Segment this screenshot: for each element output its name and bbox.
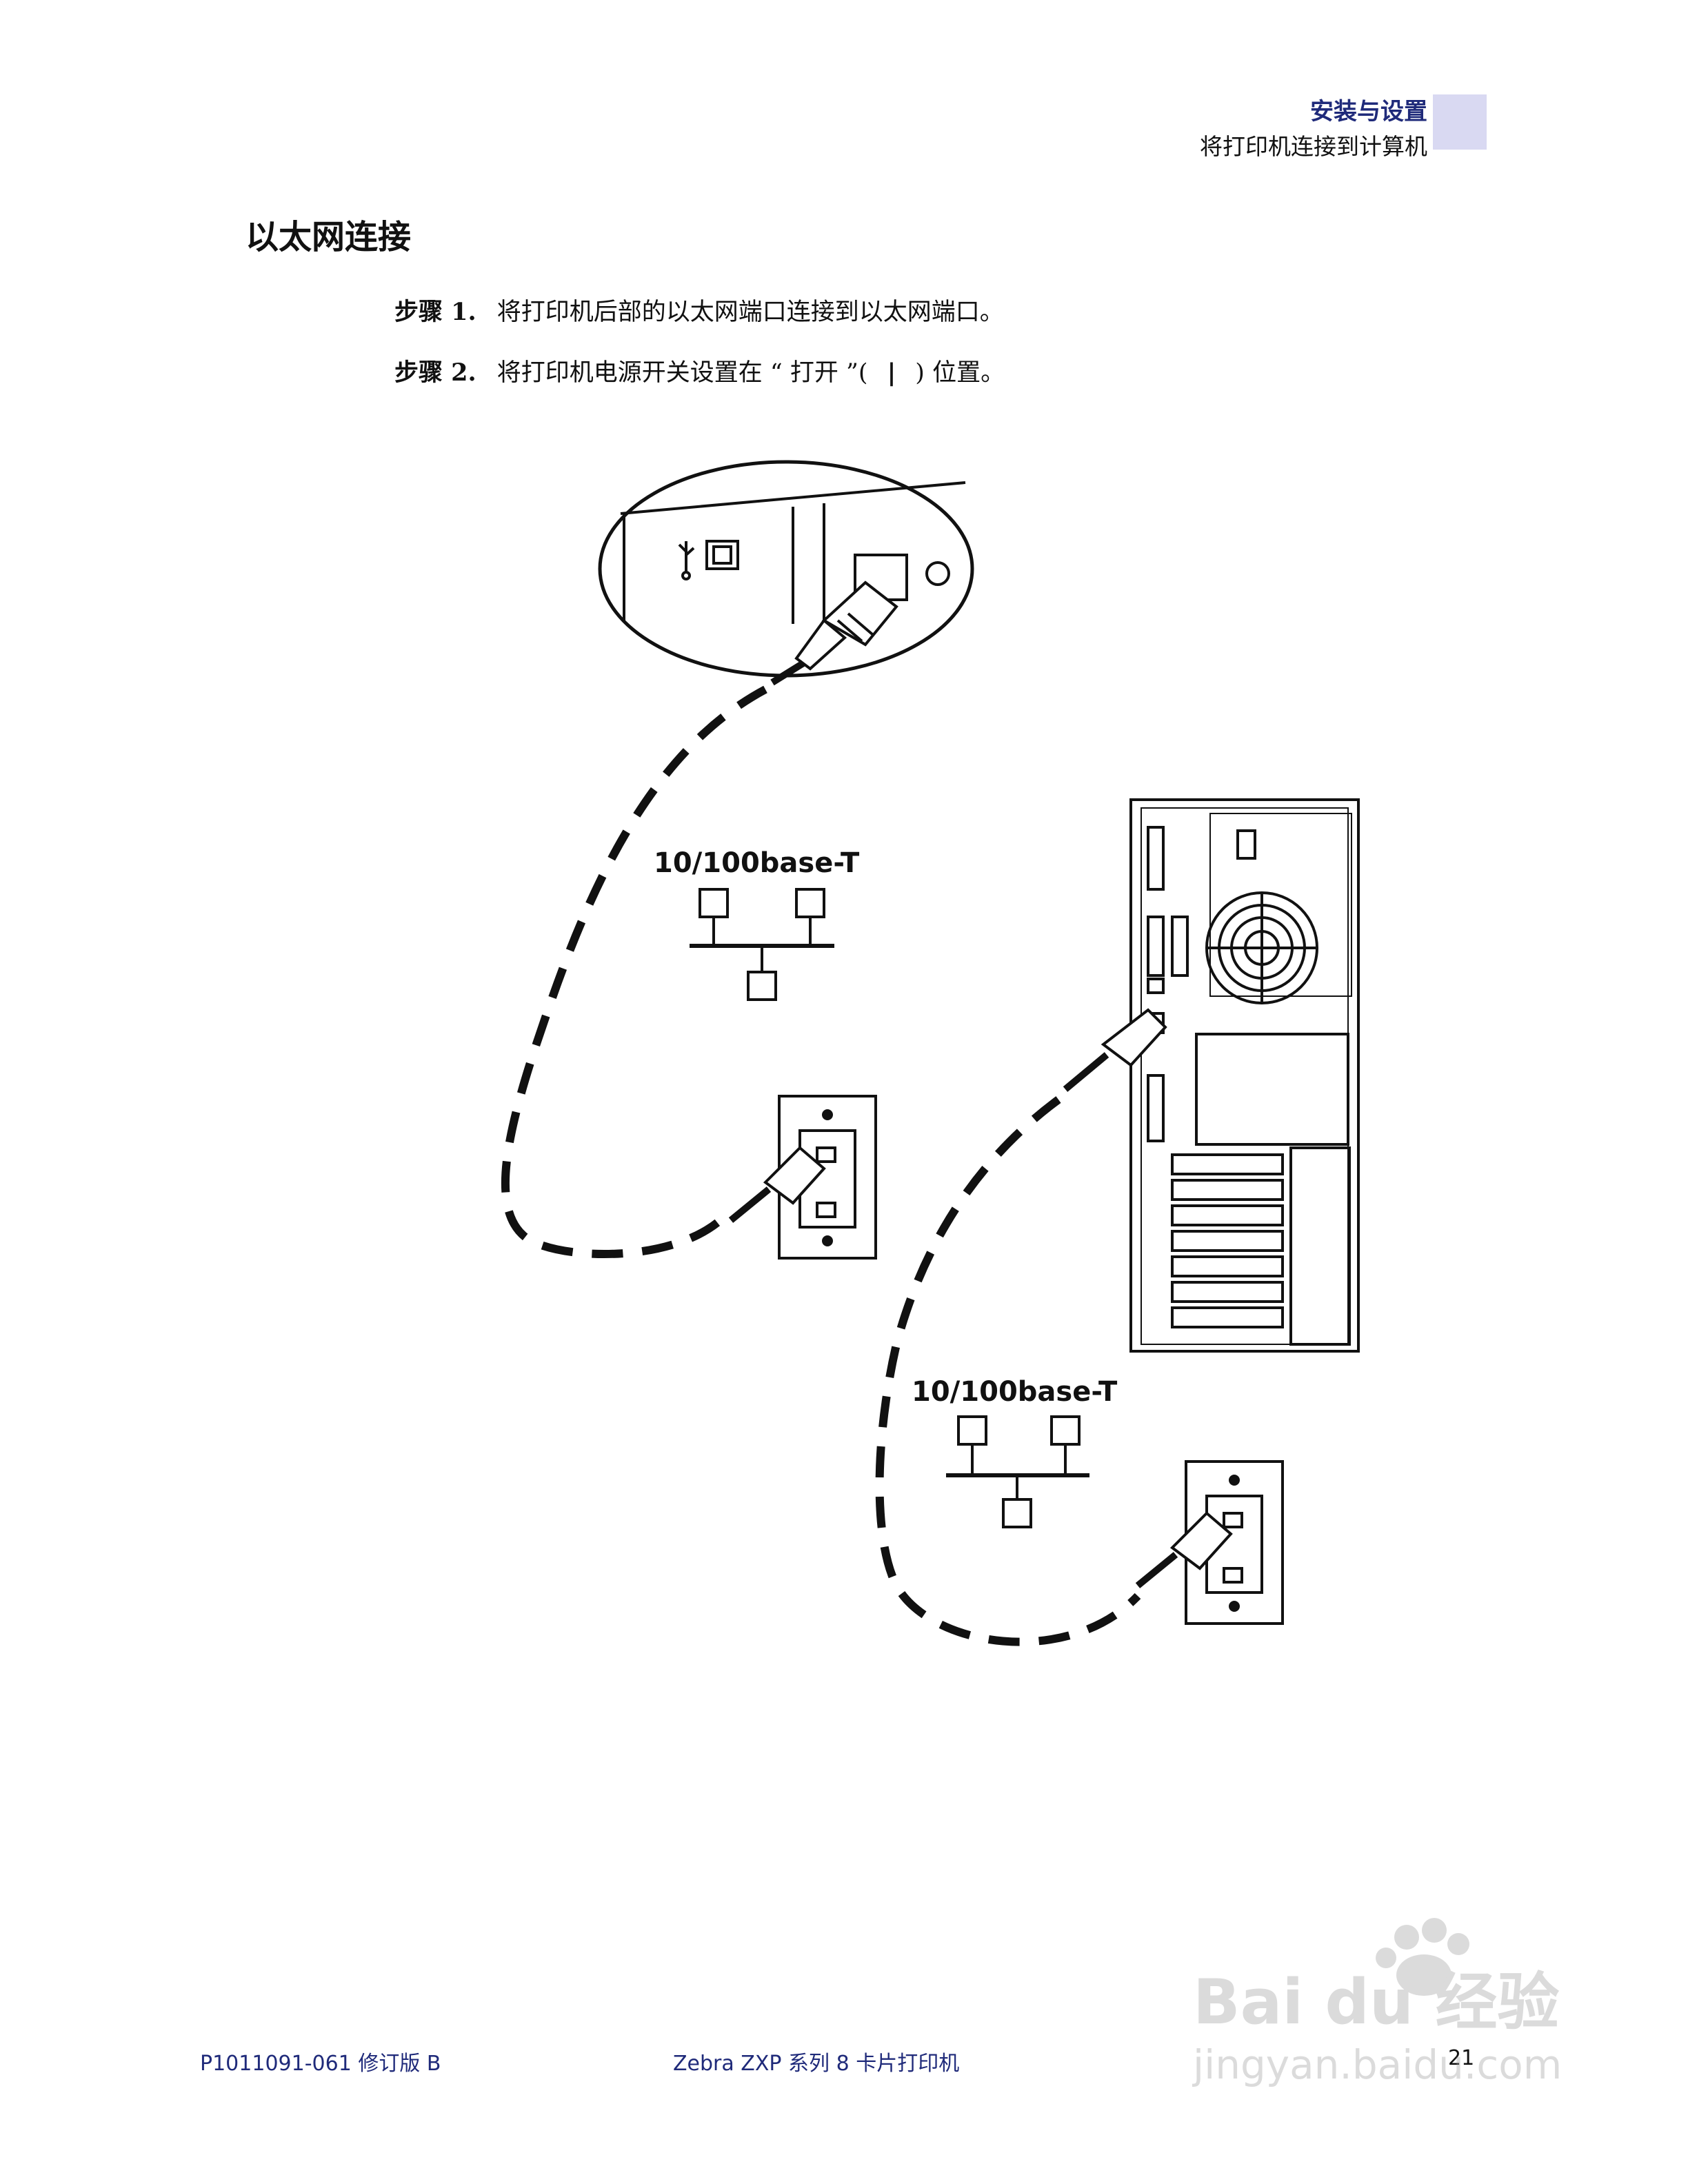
footer-page-number: 21 (1448, 2046, 1475, 2070)
step-2-text-before: 将打印机电源开关设置在 “ 打开 ”( (496, 359, 868, 387)
ethernet-plug-computer (1063, 1008, 1167, 1092)
printer-rear-callout (598, 460, 974, 686)
network-label-2: 10/100base-T (912, 1376, 1118, 1408)
step-2: 步骤 2. 将打印机电源开关设置在 “ 打开 ”( | ) 位置。 (394, 353, 1005, 388)
vent-grille (1195, 1033, 1349, 1146)
watermark-url: jingyan.baidu.com (1192, 2041, 1562, 2088)
usb-icon (678, 541, 695, 580)
step-1: 步骤 1. 将打印机后部的以太网端口连接到以太网端口。 (394, 292, 1004, 327)
usb-port (705, 540, 739, 570)
wall-jack-2 (1135, 1460, 1284, 1625)
wall-jack-1 (728, 1095, 877, 1260)
network-label-1: 10/100base-T (654, 847, 860, 879)
parallel-port (1147, 826, 1165, 891)
cable-printer-to-wall-jack (501, 685, 767, 1259)
network-symbol-2 (946, 1415, 1089, 1528)
page-title: 以太网连接 (245, 218, 412, 256)
power-on-symbol: | (887, 358, 896, 387)
footer-doc-id: P1011091-061 修订版 B (200, 2052, 441, 2076)
step-1-label: 步骤 1. (394, 298, 476, 326)
computer-ethernet-port (1147, 978, 1165, 994)
watermark-brand: Bai du 经验 (1193, 1966, 1559, 2039)
header-subsection: 将打印机连接到计算机 (1200, 133, 1427, 160)
network-symbol-1 (690, 888, 834, 1001)
tower-power-switch (1236, 829, 1256, 860)
cable-computer-to-wall-jack (875, 1096, 1141, 1646)
ethernet-plug-printer (770, 580, 898, 686)
baidu-watermark: Bai du 经验 jingyan.baidu.com (1192, 1918, 1562, 2088)
computer-tower (1063, 798, 1360, 1353)
header-tab-marker (1433, 94, 1487, 150)
power-supply (1209, 813, 1352, 997)
expansion-slot (1171, 1153, 1284, 1175)
printer-power-jack (925, 561, 950, 586)
footer-product: Zebra ZXP 系列 8 卡片打印机 (673, 2052, 960, 2076)
step-1-text: 将打印机后部的以太网端口连接到以太网端口。 (496, 299, 1004, 326)
serial-port (1171, 916, 1189, 977)
step-2-label: 步骤 2. (394, 358, 476, 387)
header-section: 安装与设置 (1310, 98, 1427, 125)
step-2-text-after: ) 位置。 (915, 359, 1005, 387)
